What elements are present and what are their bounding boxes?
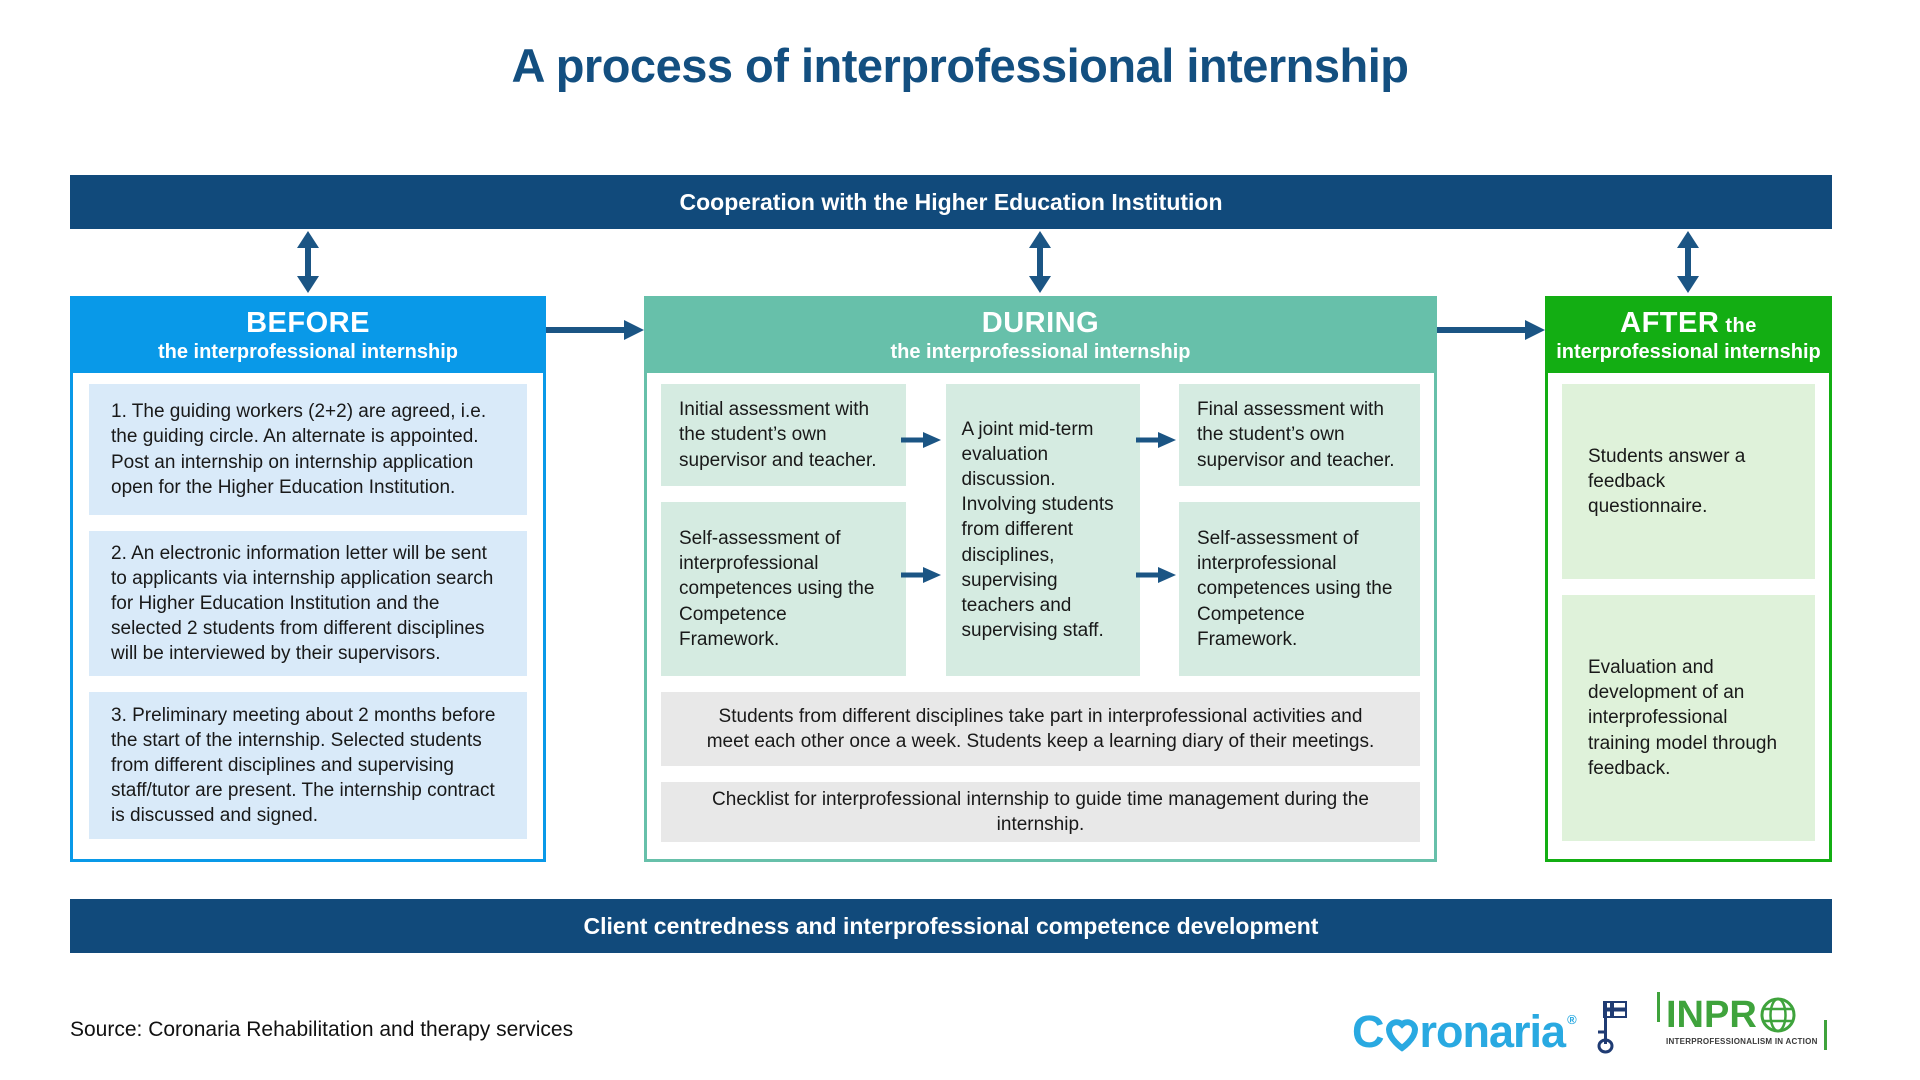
after-header: AFTER the interprofessional internship [1547, 298, 1830, 373]
inpro-bracket-left [1657, 992, 1660, 1022]
before-step-2: 2. An electronic information letter will… [89, 531, 527, 676]
heart-icon [1385, 1019, 1418, 1052]
before-column: BEFORE the interprofessional internship … [70, 296, 546, 862]
during-note-checklist: Checklist for interprofessional internsh… [661, 782, 1420, 842]
double-arrow-hei-before [297, 231, 319, 293]
before-subtitle: the interprofessional internship [157, 340, 459, 363]
double-arrow-hei-during [1029, 231, 1051, 293]
after-title: AFTER the [1620, 307, 1757, 340]
during-midterm-evaluation: A joint mid-term evaluation discussion. … [945, 384, 1140, 676]
arrow-midterm-to-final [1136, 432, 1176, 448]
key-flag-icon [1597, 1001, 1627, 1054]
before-step-3: 3. Preliminary meeting about 2 months be… [89, 692, 527, 839]
bottom-banner-label: Client centredness and interprofessional… [583, 912, 1319, 939]
arrow-self1-to-midterm [901, 567, 941, 583]
during-note-activities: Students from different disciplines take… [661, 692, 1420, 766]
during-self-assessment-1: Self-assessment of interprofessional com… [661, 502, 906, 676]
during-body: Initial assessment with the student’s ow… [647, 372, 1434, 854]
arrow-initial-to-midterm [901, 432, 941, 448]
globe-icon [1760, 997, 1796, 1033]
during-self-assessment-2: Self-assessment of interprofessional com… [1179, 502, 1420, 676]
inpro-bracket-right [1824, 1020, 1827, 1050]
inpro-wordmark: INPR [1666, 994, 1757, 1036]
inpro-logo: INPR INTERPROFESSIONALISM IN ACTION [1657, 992, 1827, 1050]
before-step-1: 1. The guiding workers (2+2) are agreed,… [89, 384, 527, 515]
flow-arrow-during-after [1437, 320, 1545, 340]
during-header: DURING the interprofessional internship [646, 298, 1435, 373]
during-initial-assessment: Initial assessment with the student’s ow… [661, 384, 906, 486]
flow-arrow-before-during [546, 320, 644, 340]
before-body: 1. The guiding workers (2+2) are agreed,… [73, 372, 543, 851]
double-arrow-hei-after [1677, 231, 1699, 293]
coronaria-logo: C ronaria ® [1352, 1006, 1577, 1057]
during-subtitle: the interprofessional internship [890, 340, 1191, 363]
after-title-suffix: the [1719, 315, 1757, 338]
during-final-assessment: Final assessment with the student’s own … [1179, 384, 1420, 486]
before-title: BEFORE [246, 307, 370, 340]
during-title: DURING [981, 307, 1100, 340]
registered-mark: ® [1567, 1012, 1577, 1027]
top-banner: Cooperation with the Higher Education In… [70, 175, 1832, 229]
after-column: AFTER the interprofessional internship S… [1545, 296, 1832, 862]
page-title: A process of interprofessional internshi… [511, 39, 1409, 92]
before-header: BEFORE the interprofessional internship [72, 298, 544, 373]
bottom-banner: Client centredness and interprofessional… [70, 899, 1832, 953]
after-evaluation-development: Evaluation and development of an interpr… [1562, 595, 1815, 841]
arrow-midterm-to-self2 [1136, 567, 1176, 583]
top-banner-label: Cooperation with the Higher Education In… [679, 188, 1223, 215]
during-flow: Initial assessment with the student’s ow… [661, 384, 1420, 676]
after-feedback-questionnaire: Students answer a feedback questionnaire… [1562, 384, 1815, 579]
inpro-tagline: INTERPROFESSIONALISM IN ACTION [1666, 1037, 1818, 1046]
after-subtitle: interprofessional internship [1556, 340, 1821, 363]
during-column: DURING the interprofessional internship … [644, 296, 1437, 862]
after-body: Students answer a feedback questionnaire… [1548, 372, 1829, 853]
source-note: Source: Coronaria Rehabilitation and the… [70, 1018, 574, 1041]
